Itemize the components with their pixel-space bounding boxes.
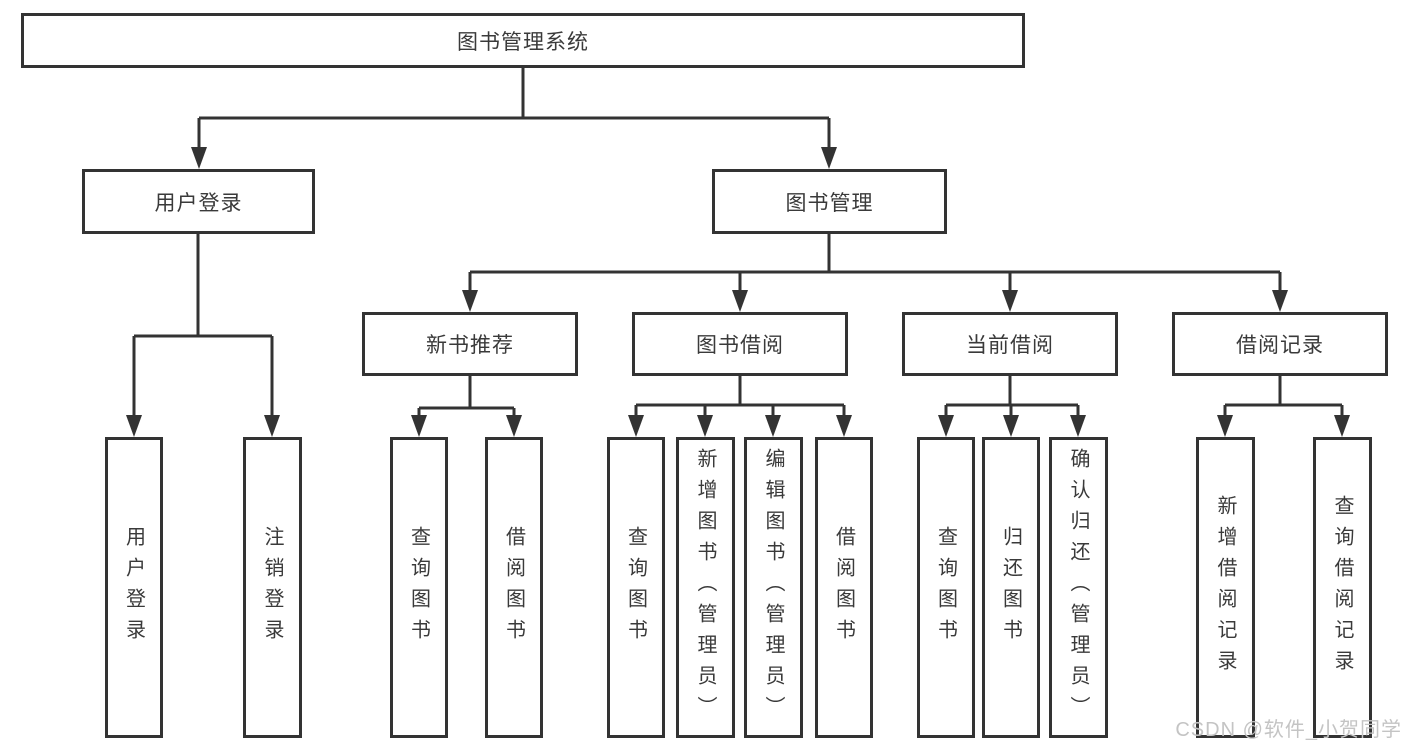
node-book-borrow: 图书借阅 [632, 312, 848, 376]
leaf-query-borrow-record: 查询借阅记录 [1313, 437, 1372, 738]
node-borrow-records: 借阅记录 [1172, 312, 1388, 376]
leaf-borrow-books-label: 借阅图书 [832, 525, 855, 650]
leaf-user-login-label: 用户登录 [122, 525, 145, 650]
leaf-logout: 注销登录 [243, 437, 302, 738]
leaf-edit-books-admin: 编辑图书（管理员） [744, 437, 803, 738]
node-current-borrow-label: 当前借阅 [966, 334, 1054, 357]
leaf-query-books-current-label: 查询图书 [934, 525, 957, 650]
leaf-borrow-books: 借阅图书 [815, 437, 873, 738]
node-library-system-label: 图书管理系统 [457, 30, 589, 54]
leaf-query-books-current: 查询图书 [917, 437, 975, 738]
node-new-book-recommend-label: 新书推荐 [426, 334, 514, 357]
node-current-borrow: 当前借阅 [902, 312, 1118, 376]
leaf-borrow-books-recommend: 借阅图书 [485, 437, 543, 738]
leaf-query-books-borrow-label: 查询图书 [624, 525, 647, 650]
edge-root-to-level2 [191, 68, 837, 169]
leaf-edit-books-admin-label: 编辑图书（管理员） [762, 448, 784, 727]
leaf-add-borrow-record: 新增借阅记录 [1196, 437, 1255, 738]
leaf-query-books-recommend-label: 查询图书 [407, 525, 430, 650]
node-new-book-recommend: 新书推荐 [362, 312, 578, 376]
leaf-confirm-return-admin-label: 确认归还（管理员） [1067, 448, 1089, 727]
node-user-login: 用户登录 [82, 169, 315, 234]
node-user-login-label: 用户登录 [154, 191, 243, 215]
leaf-query-books-borrow: 查询图书 [607, 437, 665, 738]
leaf-confirm-return-admin: 确认归还（管理员） [1049, 437, 1108, 738]
leaf-logout-label: 注销登录 [261, 525, 283, 650]
edge-user-login-children [126, 234, 280, 437]
edge-borrow-records-children [1217, 376, 1350, 437]
csdn-watermark: CSDN @软件_小贺同学 [1175, 719, 1402, 741]
node-book-management: 图书管理 [712, 169, 947, 234]
leaf-add-books-admin-label: 新增图书（管理员） [694, 448, 716, 727]
node-library-system: 图书管理系统 [21, 13, 1025, 68]
leaf-add-borrow-record-label: 新增借阅记录 [1214, 494, 1236, 681]
leaf-query-books-recommend: 查询图书 [390, 437, 448, 738]
node-borrow-records-label: 借阅记录 [1236, 334, 1324, 357]
leaf-user-login: 用户登录 [105, 437, 163, 738]
leaf-return-books: 归还图书 [982, 437, 1040, 738]
edge-current-borrow-children [938, 376, 1086, 437]
edge-new-books-children [411, 376, 522, 437]
leaf-add-books-admin: 新增图书（管理员） [676, 437, 735, 738]
edge-book-borrow-children [628, 376, 852, 437]
leaf-query-borrow-record-label: 查询借阅记录 [1331, 494, 1353, 681]
node-book-management-label: 图书管理 [785, 191, 874, 215]
leaf-return-books-label: 归还图书 [999, 525, 1022, 650]
node-book-borrow-label: 图书借阅 [696, 334, 784, 357]
edge-book-mgmt-children [462, 234, 1288, 312]
leaf-borrow-books-recommend-label: 借阅图书 [502, 525, 525, 650]
